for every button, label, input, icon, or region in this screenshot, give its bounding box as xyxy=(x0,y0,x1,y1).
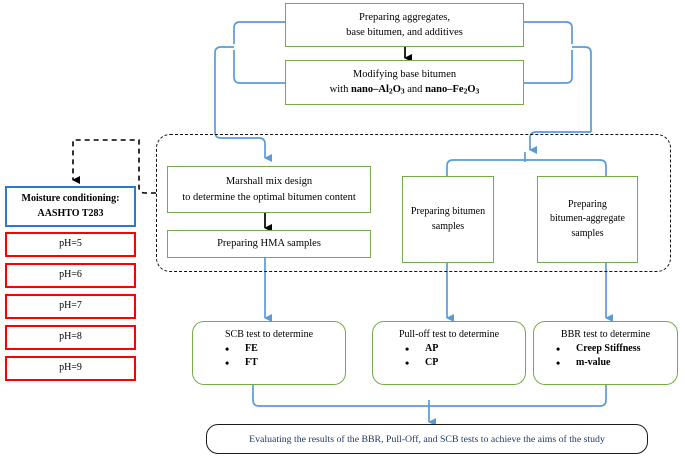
pull-off-item: CP xyxy=(405,355,438,371)
modify-prefix: with xyxy=(329,84,351,96)
final-evaluation-box[interactable]: Evaluating the results of the BBR, Pull-… xyxy=(206,424,648,454)
bitagg-line-3: samples xyxy=(571,227,604,239)
bbr-item: Creep Stiffness xyxy=(556,341,641,357)
bbr-test-box[interactable]: BBR test to determine Creep Stiffness m-… xyxy=(533,321,678,385)
scb-test-title: SCB test to determine xyxy=(224,329,314,340)
preparing-bitumen-aggregate-samples-box[interactable]: Preparing bitumen-aggregate samples xyxy=(537,176,638,263)
pull-off-item: AP xyxy=(405,341,438,357)
ph-label: pH=5 xyxy=(59,238,82,250)
moisture-conditioning-box[interactable]: Moisture conditioning: AASHTO T283 xyxy=(5,186,136,227)
prepare-aggregates-box[interactable]: Preparing aggregates, base bitumen, and … xyxy=(285,3,524,47)
ph-box-7[interactable]: pH=7 xyxy=(5,294,136,319)
modify-line-2: with nano–Al2O3 and nano–Fe2O3 xyxy=(330,82,480,98)
scb-test-box[interactable]: SCB test to determine FE FT xyxy=(192,321,346,385)
ph-box-6[interactable]: pH=6 xyxy=(5,263,136,288)
modify-middle: and xyxy=(404,84,426,96)
bbr-item: m-value xyxy=(556,355,641,371)
pull-off-test-title: Pull-off test to determine xyxy=(398,329,500,340)
sample-preparation-group xyxy=(156,134,671,272)
marshall-mix-design-box[interactable]: Marshall mix design to determine the opt… xyxy=(167,166,371,213)
ph-box-9[interactable]: pH=9 xyxy=(5,356,136,381)
preparing-hma-samples-box[interactable]: Preparing HMA samples xyxy=(167,230,371,258)
nano-al2o3-label: nano–Al2O3 xyxy=(350,84,405,96)
moisture-line-1: Moisture conditioning: xyxy=(21,193,120,204)
marshall-line-1: Marshall mix design xyxy=(225,176,313,188)
preparing-bitumen-samples-box[interactable]: Preparing bitumen samples xyxy=(402,176,494,263)
prepare-line-1: Preparing aggregates, xyxy=(359,11,450,23)
bbr-test-title: BBR test to determine xyxy=(560,329,651,340)
bitumen-line-1: Preparing bitumen xyxy=(410,206,486,217)
pull-off-test-items: AP CP xyxy=(373,341,438,371)
scb-item: FT xyxy=(225,355,258,371)
bitagg-line-1: Preparing xyxy=(568,198,607,210)
bitagg-line-2: bitumen-aggregate xyxy=(550,213,625,225)
pull-off-test-box[interactable]: Pull-off test to determine AP CP xyxy=(372,321,526,385)
modify-bitumen-box[interactable]: Modifying base bitumen with nano–Al2O3 a… xyxy=(285,60,524,105)
ph-label: pH=8 xyxy=(59,331,82,343)
bbr-test-items: Creep Stiffness m-value xyxy=(534,341,641,371)
ph-box-8[interactable]: pH=8 xyxy=(5,325,136,350)
prepare-line-2: base bitumen, and additives xyxy=(346,27,463,38)
scb-item: FE xyxy=(225,341,258,357)
ph-label: pH=6 xyxy=(59,269,82,281)
modify-line-1: Modifying base bitumen xyxy=(352,69,457,81)
ph-label: pH=7 xyxy=(59,300,82,312)
moisture-line-2: AASHTO T283 xyxy=(37,207,104,219)
bitumen-line-2: samples xyxy=(431,220,465,232)
scb-test-items: FE FT xyxy=(193,341,258,371)
marshall-line-2: to determine the optimal bitumen content xyxy=(182,191,356,203)
ph-box-5[interactable]: pH=5 xyxy=(5,232,136,257)
hma-line-1: Preparing HMA samples xyxy=(217,238,321,250)
nano-fe2o3-label: nano–Fe2O3 xyxy=(425,84,480,96)
ph-label: pH=9 xyxy=(59,362,82,374)
final-text: Evaluating the results of the BBR, Pull-… xyxy=(249,433,605,445)
